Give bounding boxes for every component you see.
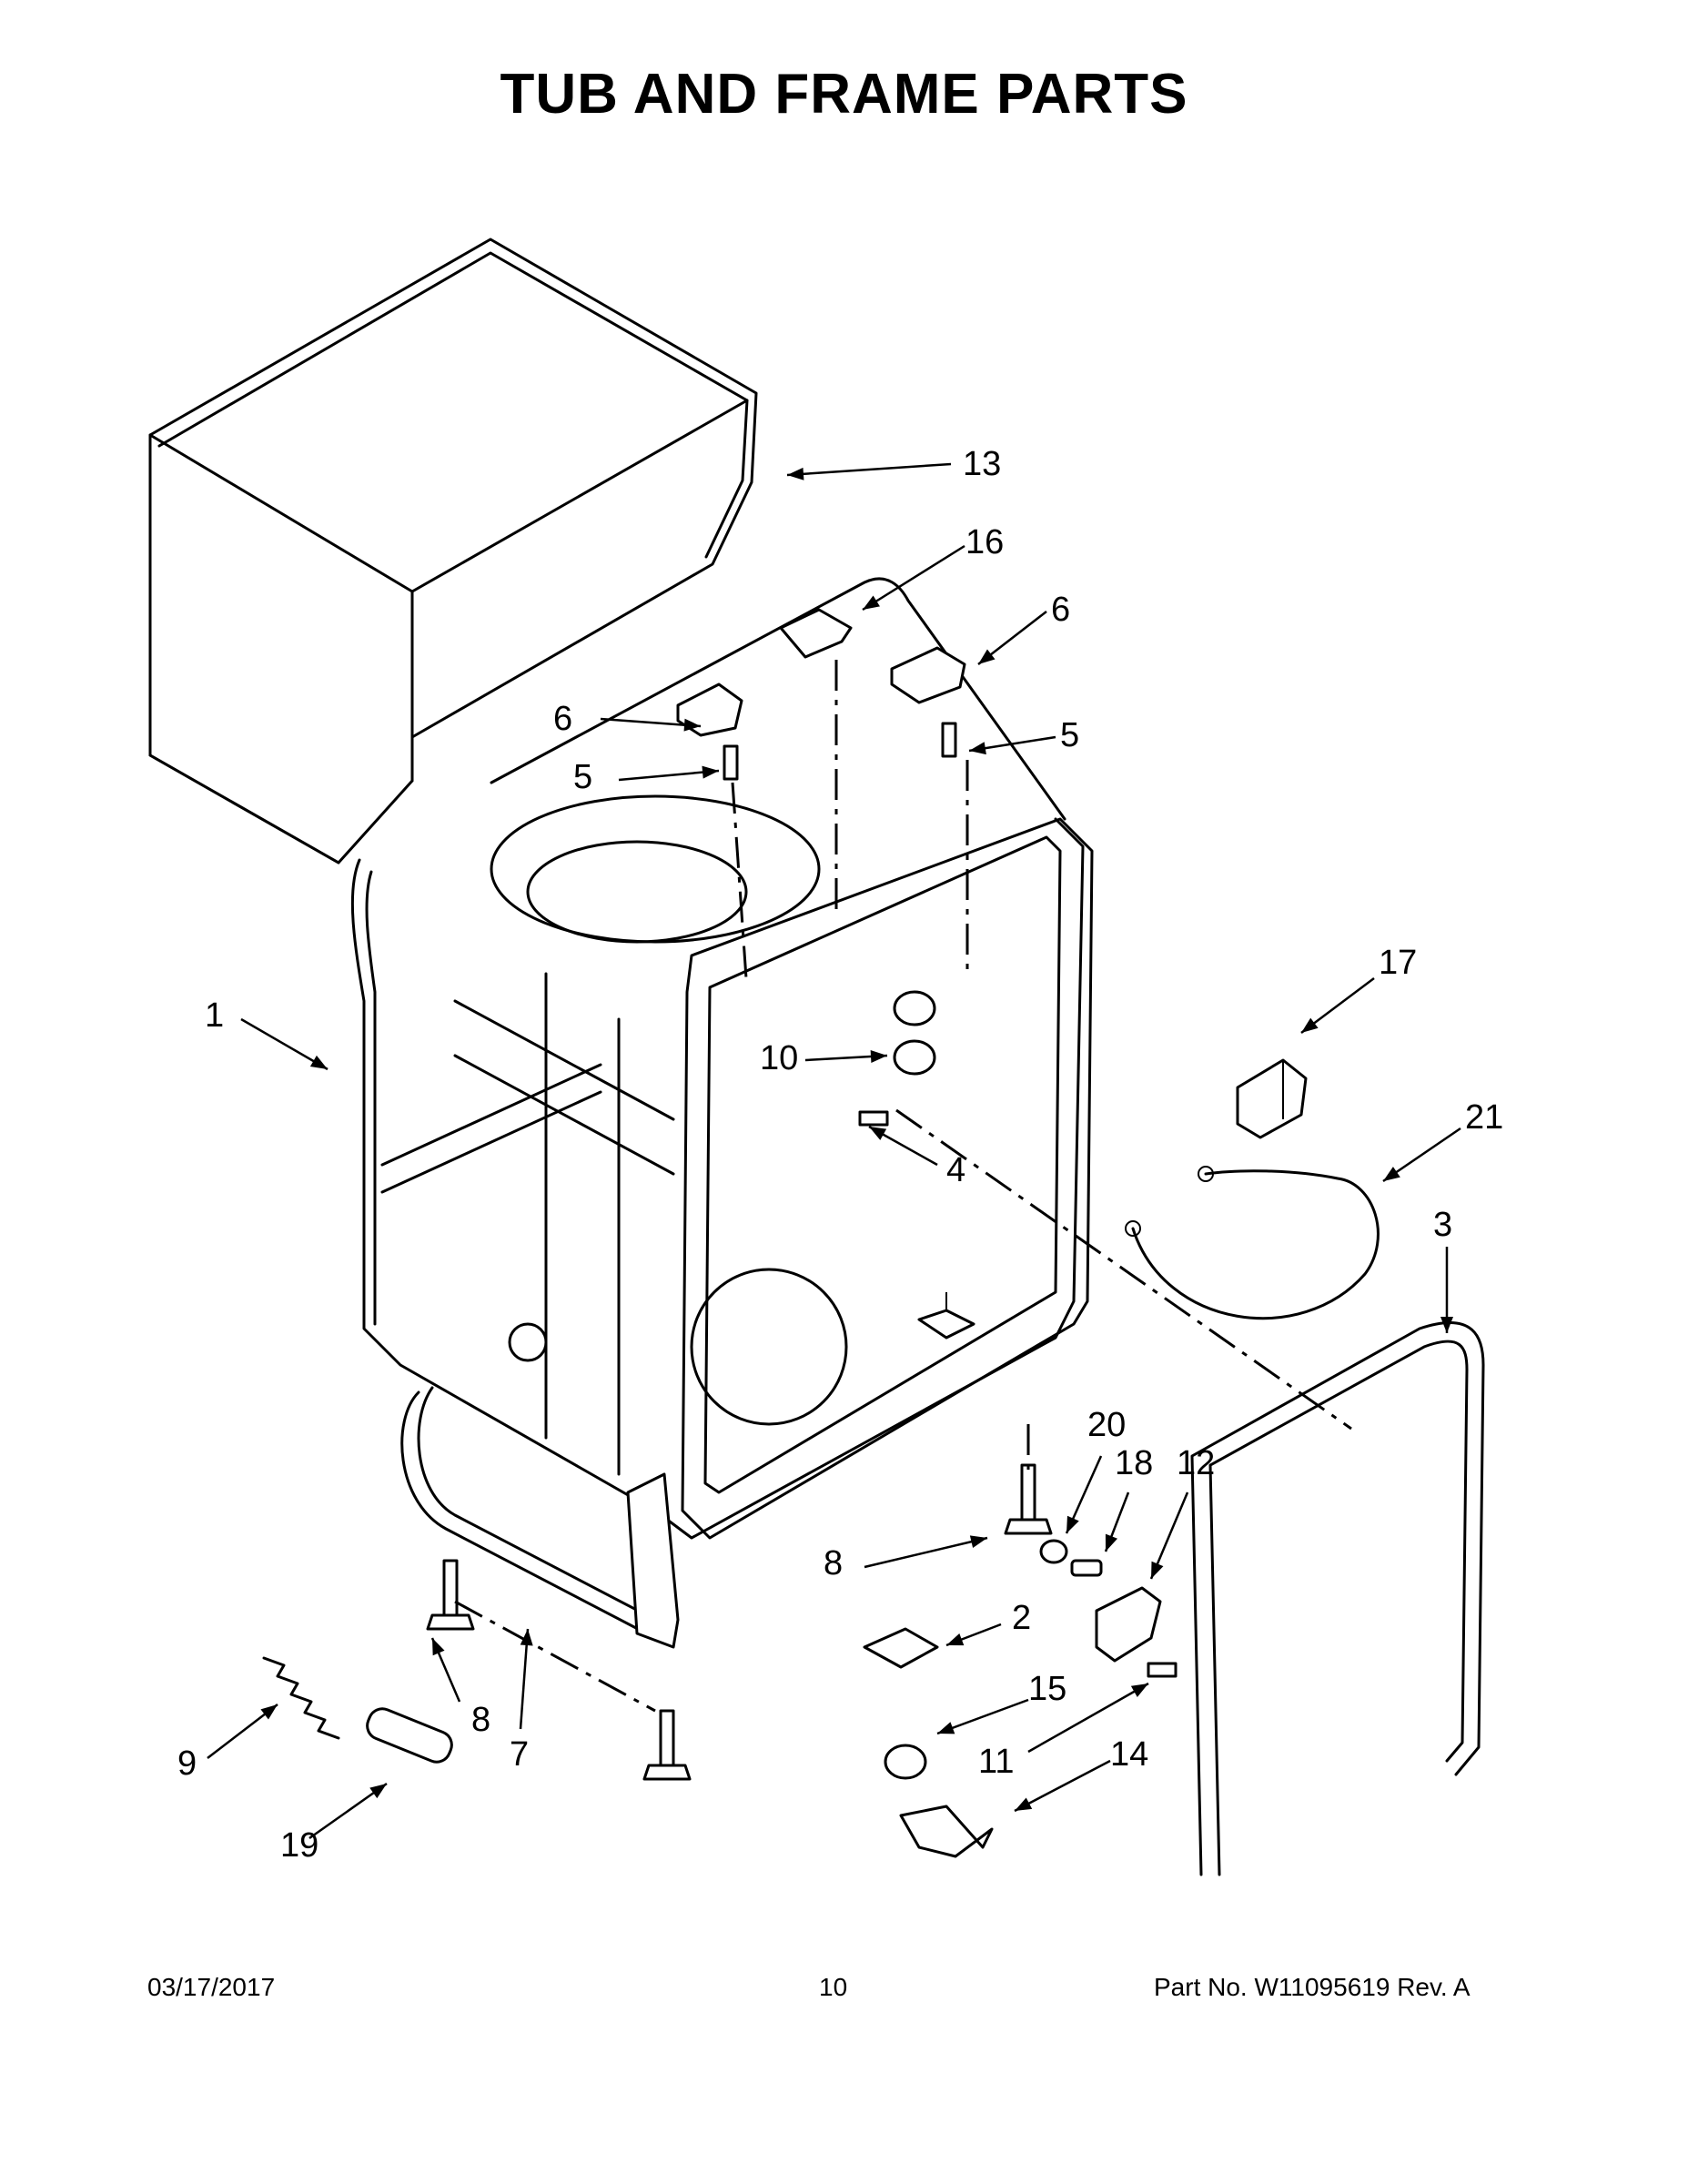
cabinet-wrap-part xyxy=(148,238,758,864)
callout-21: 21 xyxy=(1465,1098,1503,1137)
arrowhead xyxy=(1105,1533,1117,1552)
leveling-leg-left xyxy=(426,1559,475,1631)
callout-12: 12 xyxy=(1177,1444,1215,1482)
pad-part-19 xyxy=(366,1707,453,1764)
leader-line xyxy=(618,769,720,782)
callout-10: 10 xyxy=(760,1039,798,1077)
sensor-part-15 xyxy=(884,1744,927,1780)
arrowhead xyxy=(432,1638,445,1656)
arrowhead xyxy=(260,1704,278,1720)
arrowhead xyxy=(1301,1017,1319,1033)
callout-20: 20 xyxy=(1087,1406,1126,1444)
callout-8-left: 8 xyxy=(471,1701,490,1739)
leader-line xyxy=(1027,1682,1149,1754)
arrowhead xyxy=(369,1784,387,1799)
arrowhead xyxy=(702,765,719,779)
spring-part-9 xyxy=(262,1656,340,1740)
callout-18: 18 xyxy=(1115,1444,1153,1482)
callout-14: 14 xyxy=(1110,1735,1148,1774)
callout-8-center: 8 xyxy=(824,1544,843,1582)
arrowhead xyxy=(869,1127,887,1140)
callout-11: 11 xyxy=(978,1743,1014,1781)
leader-line xyxy=(864,1536,988,1569)
arrowhead xyxy=(1383,1167,1400,1181)
callout-15: 15 xyxy=(1028,1670,1066,1708)
arrowhead xyxy=(1440,1317,1453,1333)
arrowhead xyxy=(978,649,996,664)
callout-5-left: 5 xyxy=(573,758,592,796)
arrowhead xyxy=(520,1629,533,1646)
leveling-leg-center xyxy=(642,1709,692,1781)
arrowhead xyxy=(1151,1561,1164,1579)
wire-harness-part xyxy=(1125,1166,1380,1320)
callout-6-right: 6 xyxy=(1051,591,1070,629)
leader-line xyxy=(862,544,965,612)
arrowhead xyxy=(969,742,986,755)
callout-4: 4 xyxy=(946,1151,965,1189)
footer-date: 03/17/2017 xyxy=(147,1973,276,2001)
callout-19: 19 xyxy=(280,1826,318,1865)
screw-part-18 xyxy=(1070,1559,1103,1577)
hinge-bracket-left xyxy=(676,682,743,737)
callout-6-left: 6 xyxy=(553,700,572,738)
arrowhead xyxy=(309,1055,328,1069)
screw-part-4 xyxy=(858,1110,889,1127)
screw-part-11 xyxy=(1147,1662,1178,1678)
arrowhead xyxy=(787,467,804,480)
bracket-part-12 xyxy=(1095,1586,1162,1663)
leader-line xyxy=(786,462,952,477)
leveling-leg-right xyxy=(1004,1463,1053,1535)
leader-arrows xyxy=(207,462,1461,1840)
isolator-part-10 xyxy=(893,990,936,1076)
arrowhead xyxy=(1066,1515,1079,1533)
hinge-bracket-right xyxy=(890,646,966,704)
footer-part-number: Part No. W11095619 Rev. A xyxy=(1154,1973,1471,2001)
screw-5-left xyxy=(723,744,739,781)
arrowhead xyxy=(863,595,880,610)
screw-5-right xyxy=(941,722,957,758)
callout-5-right: 5 xyxy=(1060,716,1079,754)
arrowhead xyxy=(969,1535,987,1548)
callout-7: 7 xyxy=(510,1735,529,1774)
bracket-part-17 xyxy=(1236,1058,1308,1139)
arrowhead xyxy=(1130,1684,1148,1697)
base-frame-part-7 xyxy=(400,1386,680,1649)
callout-1: 1 xyxy=(205,996,224,1035)
arrowhead xyxy=(870,1050,887,1063)
callout-13: 13 xyxy=(963,445,1001,483)
leader-line xyxy=(1014,1759,1111,1813)
leader-line xyxy=(240,1017,329,1071)
callout-17: 17 xyxy=(1379,944,1417,982)
callout-3: 3 xyxy=(1433,1206,1452,1244)
footer-page-number: 10 xyxy=(819,1973,848,2001)
alignment-lines xyxy=(454,660,1352,1713)
arrowhead xyxy=(1015,1797,1033,1811)
arrowhead xyxy=(937,1722,955,1734)
leader-line xyxy=(519,1628,530,1730)
leader-line xyxy=(600,717,702,728)
tub-part xyxy=(350,577,1094,1540)
label-part-2 xyxy=(863,1627,939,1669)
arrowhead xyxy=(683,718,701,732)
callout-16: 16 xyxy=(965,523,1004,561)
callout-2: 2 xyxy=(1012,1599,1031,1637)
page-title: TUB AND FRAME PARTS xyxy=(500,63,1188,126)
bracket-part-14 xyxy=(899,1805,994,1858)
arrowhead xyxy=(946,1633,965,1646)
clip-part-16 xyxy=(779,608,853,659)
callout-9: 9 xyxy=(177,1744,197,1783)
door-gasket-part xyxy=(1190,1321,1485,1876)
washer-part-20 xyxy=(1039,1539,1068,1564)
